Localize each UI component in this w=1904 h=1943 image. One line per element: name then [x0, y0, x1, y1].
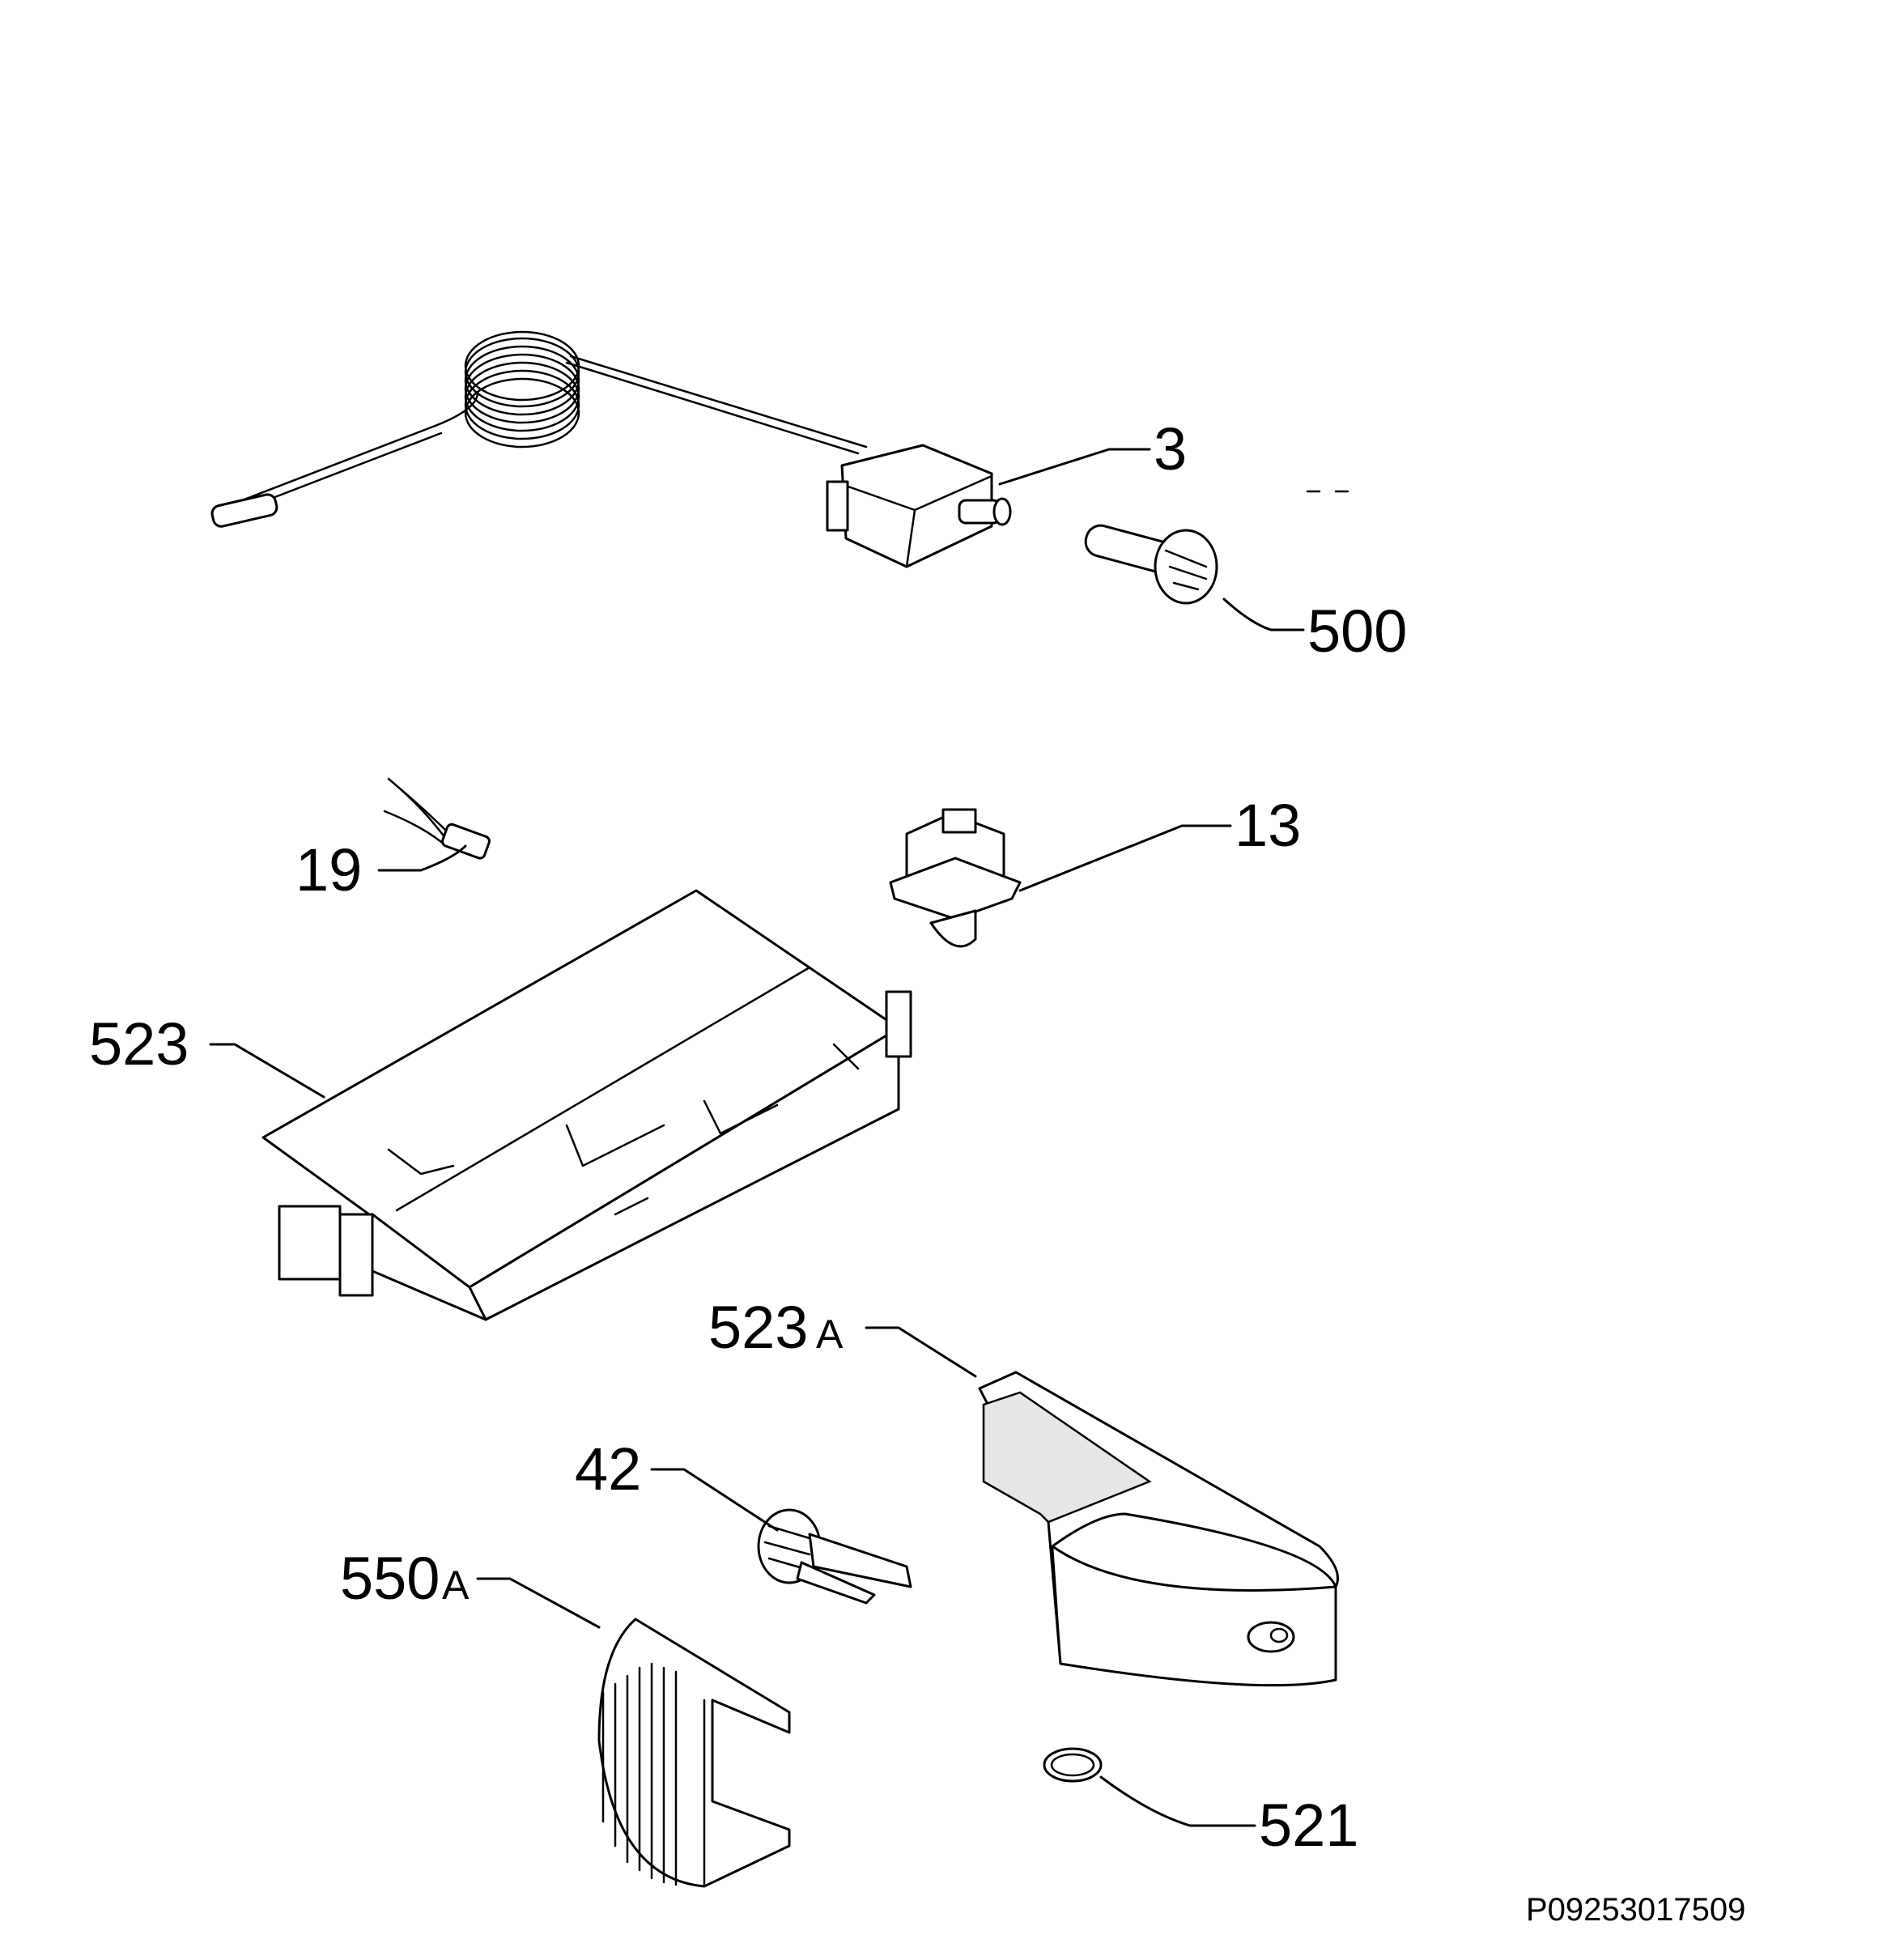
- callout-label-19: 19: [295, 836, 362, 903]
- part-3-thermostat[interactable]: [210, 330, 1012, 568]
- callout-label-521: 521: [1259, 1792, 1358, 1859]
- part-13-switch[interactable]: [889, 808, 1022, 948]
- leader-line-550a: [476, 1577, 601, 1629]
- callout-label-523a: 523: [708, 1294, 808, 1361]
- callout-label-3: 3: [1154, 415, 1187, 483]
- part-550a-cover-cap[interactable]: [597, 1618, 791, 1888]
- leader-line-3: [998, 448, 1151, 486]
- callout-label-42: 42: [575, 1435, 641, 1503]
- leader-line-523: [209, 1043, 325, 1099]
- leader-line-19: [377, 844, 467, 872]
- part-19-sensor[interactable]: [383, 777, 491, 860]
- leader-line-500: [1222, 597, 1305, 631]
- part-523-housing[interactable]: [261, 889, 912, 1321]
- part-521-o-ring[interactable]: [1043, 1747, 1103, 1783]
- part-523a-lamp-cover[interactable]: [978, 1371, 1339, 1687]
- leader-line-521: [1099, 1775, 1256, 1827]
- leader-line-523a: [865, 1326, 977, 1378]
- callout-label-13: 13: [1235, 792, 1301, 859]
- callout-suffix-523a: A: [816, 1312, 844, 1357]
- callout-label-550a: 550: [340, 1545, 440, 1612]
- callout-suffix-550a: A: [442, 1562, 470, 1608]
- part-42-lamp-holder[interactable]: [757, 1508, 912, 1605]
- reference-code: P09253017509: [1526, 1892, 1745, 1928]
- part-500-knob[interactable]: [1082, 522, 1218, 605]
- leader-line-13: [1018, 824, 1232, 892]
- callout-label-500: 500: [1307, 597, 1407, 665]
- callout-label-523: 523: [89, 1010, 189, 1078]
- leader-line-42: [650, 1468, 779, 1532]
